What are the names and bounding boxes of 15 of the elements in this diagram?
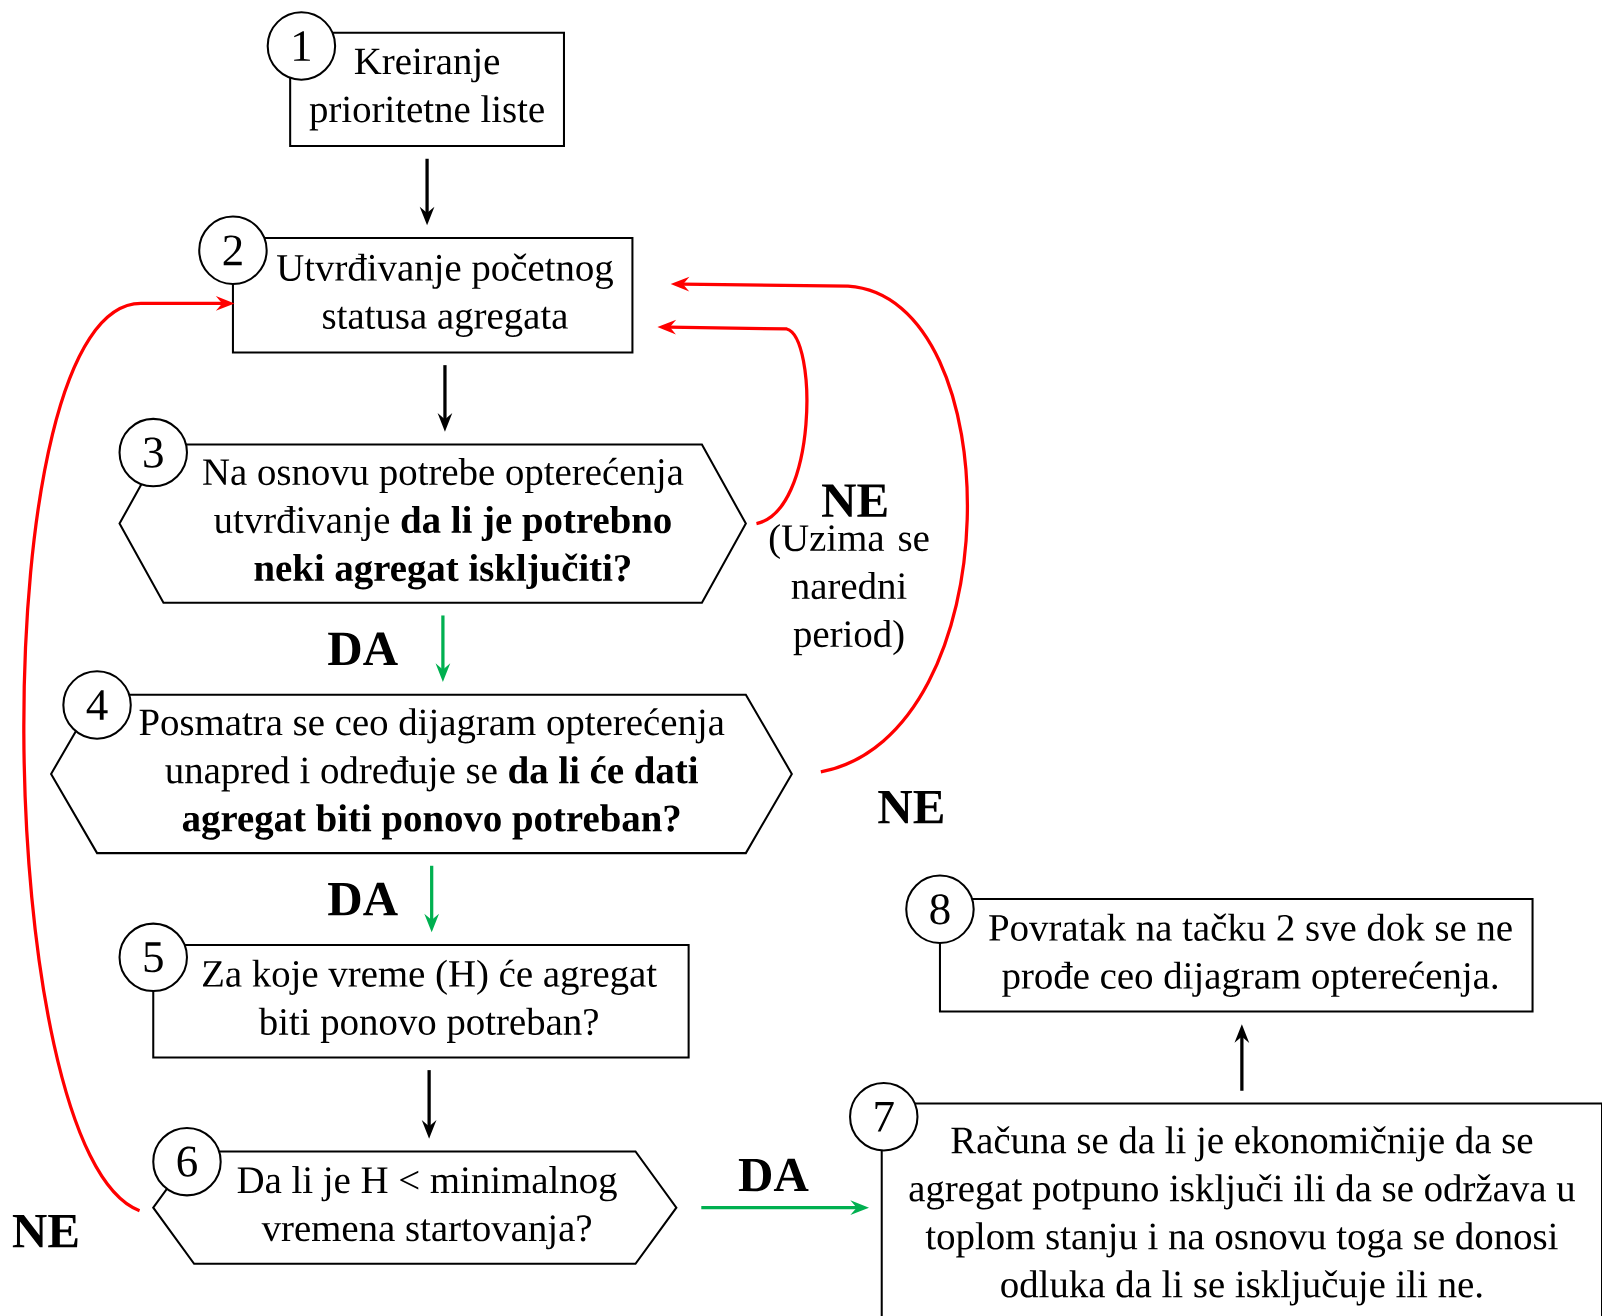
step-number: 3: [118, 417, 188, 488]
step-number: 5: [118, 922, 188, 993]
edge-label: NE: [819, 482, 892, 519]
note-text: (Uzima se naredni period): [769, 523, 929, 656]
edge-label: NE: [9, 1213, 83, 1250]
edge-label: NE: [875, 789, 948, 826]
step-number: 2: [198, 215, 268, 286]
step-number: 6: [152, 1126, 222, 1197]
step-number: 4: [62, 670, 132, 740]
edge-label: DA: [325, 880, 401, 918]
step-number: 1: [266, 11, 337, 81]
edge-label: DA: [735, 1156, 811, 1194]
step-number: 8: [905, 874, 975, 945]
step-number: 7: [849, 1082, 919, 1152]
edge-label: DA: [325, 630, 401, 668]
